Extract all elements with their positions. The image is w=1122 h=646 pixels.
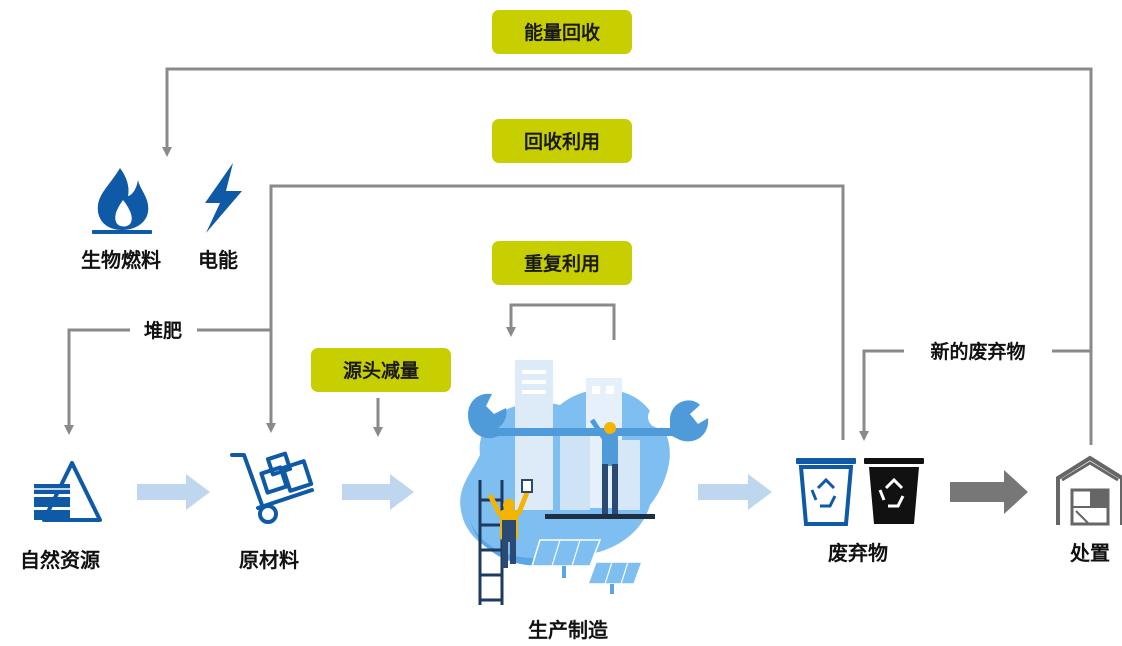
flow-arrow-waste-to-disposal — [950, 470, 1028, 514]
compost-label: 堆肥 — [144, 319, 182, 342]
node-natural-resources-label: 自然资源 — [20, 548, 100, 572]
node-biofuel-label: 生物燃料 — [81, 248, 161, 272]
new-waste-line-left — [859, 349, 904, 441]
new-waste-label: 新的废弃物 — [930, 340, 1025, 363]
reuse-line — [506, 303, 616, 340]
flow-arrow-manufacturing-to-waste — [698, 474, 772, 510]
energy-recovery-line — [162, 67, 1093, 445]
tag-recycling: 回收利用 — [492, 119, 632, 163]
warehouse-icon — [1056, 455, 1122, 526]
tag-recycling-label: 回收利用 — [524, 130, 600, 153]
flow-arrow-materials-to-manufacturing — [342, 474, 414, 510]
node-waste-label: 废弃物 — [828, 541, 888, 565]
node-raw-materials-label: 原材料 — [239, 548, 299, 572]
lightning-icon — [205, 163, 242, 233]
node-manufacturing-label: 生产制造 — [528, 618, 609, 642]
node-disposal-label: 处置 — [1069, 541, 1110, 565]
tag-source-reduction-label: 源头减量 — [343, 359, 419, 382]
tag-reuse-label: 重复利用 — [524, 252, 600, 275]
tag-reuse: 重复利用 — [492, 241, 632, 285]
hand-truck-icon — [230, 451, 314, 524]
recycle-bin-icon-black — [864, 458, 924, 524]
flame-icon — [92, 168, 152, 234]
compost-line-left — [64, 328, 130, 435]
recycle-bin-icon — [796, 458, 856, 526]
workers-wrench-illustration — [460, 360, 709, 605]
recycling-line — [266, 184, 845, 440]
tag-energy-recovery-label: 能量回收 — [524, 21, 600, 44]
tag-energy-recovery: 能量回收 — [492, 10, 632, 54]
tag-source-reduction: 源头减量 — [311, 348, 451, 392]
flow-arrow-resources-to-materials — [137, 474, 210, 510]
connector-lines — [64, 67, 1093, 445]
resources-icon — [34, 461, 102, 522]
node-electricity-label: 电能 — [198, 248, 238, 272]
